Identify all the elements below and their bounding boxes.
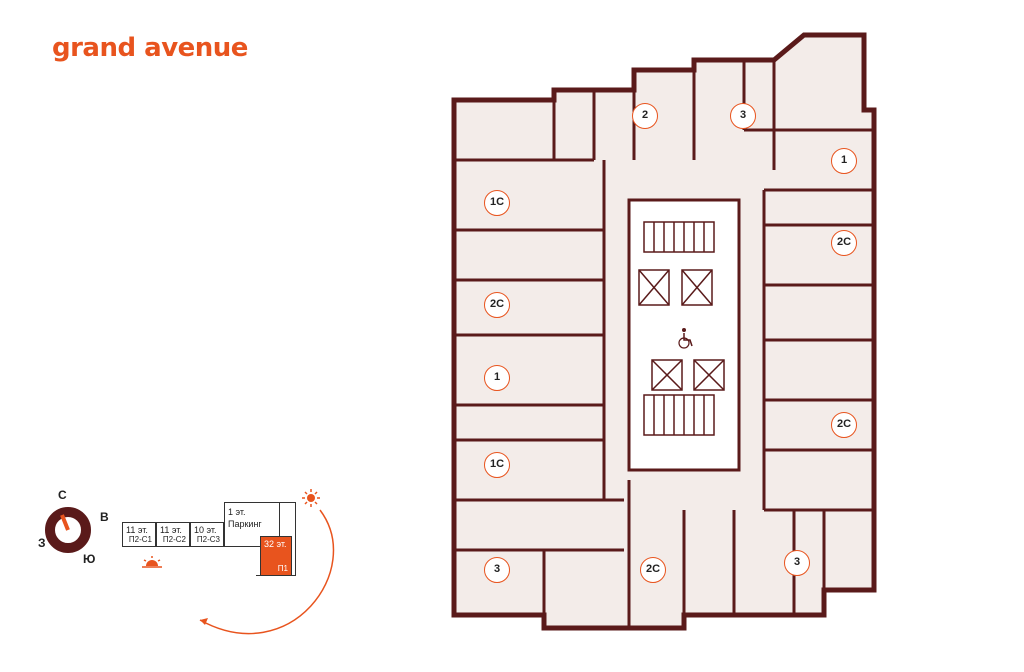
apartment-badge[interactable]: 2С — [831, 412, 857, 438]
section-box-1[interactable]: 11 эт. П2-С1 — [122, 522, 156, 547]
section-2-code: П2-С2 — [162, 535, 186, 544]
apartment-badge[interactable]: 3 — [730, 103, 756, 129]
compass-west: З — [38, 536, 46, 550]
apartment-badge[interactable]: 1С — [484, 452, 510, 478]
compass-ring — [45, 507, 91, 553]
apartment-badge[interactable]: 1 — [831, 148, 857, 174]
section-1-floors: 11 эт. — [126, 525, 148, 535]
wheelchair-icon — [678, 328, 693, 349]
compass-needle — [60, 514, 70, 531]
sun-path-arc — [199, 509, 335, 635]
current-section-box[interactable]: 32 эт. П1 — [260, 536, 292, 576]
brand-name: grand avenue — [52, 33, 248, 63]
section-box-3[interactable]: 10 эт. П2-С3 — [190, 522, 224, 547]
section-3-code: П2-С3 — [196, 535, 220, 544]
legend-graphics — [45, 489, 335, 635]
compass-north: С — [58, 488, 67, 502]
floor-legend: С В Ю З 11 эт. П2-С1 11 эт. П2-С2 10 эт.… — [20, 470, 350, 660]
stair-flights — [638, 221, 725, 436]
sunset-icon — [142, 556, 162, 568]
outer-walls — [451, 32, 877, 631]
apartment-badge[interactable]: 2С — [640, 557, 666, 583]
apartment-badge[interactable]: 1 — [484, 365, 510, 391]
apartment-badge[interactable]: 2 — [632, 103, 658, 129]
apartment-badge[interactable]: 1С — [484, 190, 510, 216]
section-1-code: П2-С1 — [128, 535, 152, 544]
floor-plan-drawing — [451, 32, 877, 631]
section-3-floors: 10 эт. — [194, 525, 217, 535]
sun-icon — [302, 489, 320, 507]
floor-plan: 2 3 1 1С 2С 2С 1 2С 1С 2С 3 2С 3 — [444, 30, 884, 670]
section-2-floors: 11 эт. — [160, 525, 182, 535]
section-box-2[interactable]: 11 эт. П2-С2 — [156, 522, 190, 547]
apartment-badge[interactable]: 2С — [831, 230, 857, 256]
current-section-code: П1 — [277, 564, 288, 573]
current-section-floors: 32 эт. — [264, 539, 287, 549]
inner-walls — [454, 60, 874, 628]
apartment-badge[interactable]: 3 — [484, 557, 510, 583]
sun-path-arrow-icon — [200, 618, 208, 625]
parking-label: Паркинг — [228, 519, 262, 529]
compass-south: Ю — [83, 552, 96, 566]
apartment-badge[interactable]: 2С — [484, 292, 510, 318]
parking-floor: 1 эт. — [228, 507, 246, 517]
apartment-badge[interactable]: 3 — [784, 550, 810, 576]
compass-east: В — [100, 510, 109, 524]
brand-logo: grand avenue — [52, 33, 248, 63]
